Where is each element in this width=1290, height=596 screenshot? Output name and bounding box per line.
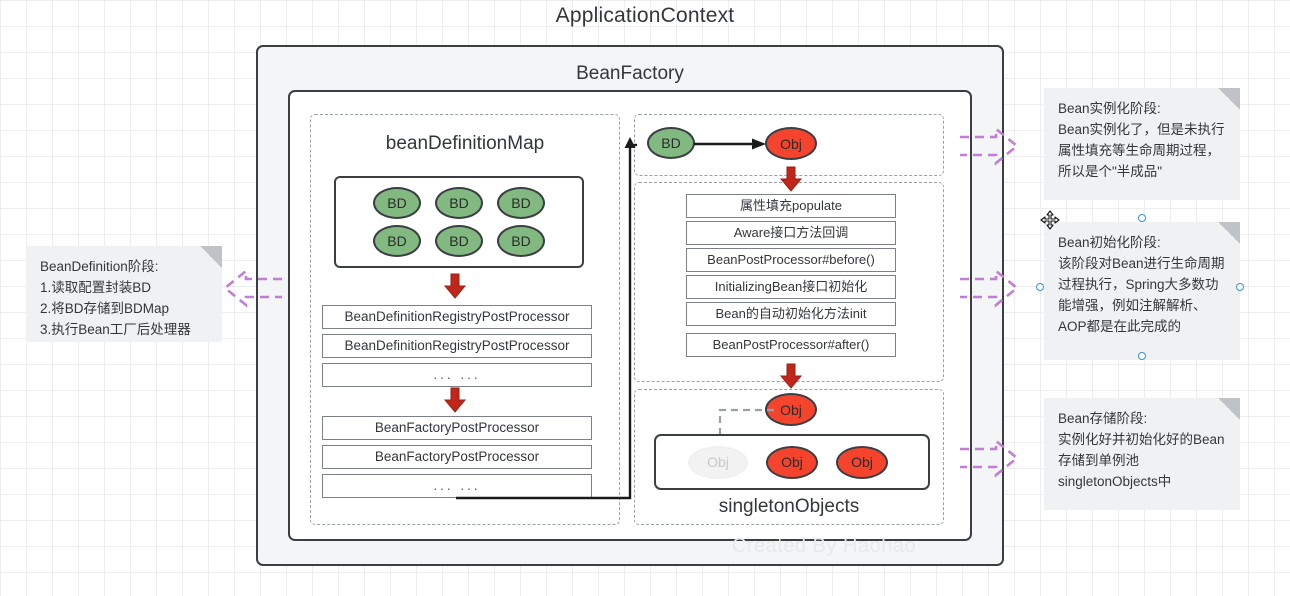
note-title: Bean实例化阶段: [1058, 101, 1161, 116]
singleton-slot-empty[interactable]: Obj [688, 445, 748, 479]
purple-arrow-right-icon [958, 438, 1020, 478]
note-line: 3.执行Bean工厂后处理器 [40, 322, 191, 337]
registry-post-processor-box[interactable]: BeanDefinitionRegistryPostProcessor [322, 334, 592, 358]
purple-arrow-right-icon [958, 268, 1020, 308]
note-bean-definition[interactable]: BeanDefinition阶段: 1.读取配置封装BD 2.将BD存储到BDM… [26, 246, 222, 342]
note-body: Bean实例化了，但是未执行属性填充等生命周期过程，所以是个"半成品" [1058, 122, 1225, 179]
lifecycle-step-box[interactable]: Bean的自动初始化方法init [686, 302, 896, 326]
note-fold-icon [1218, 398, 1240, 420]
lifecycle-step-box[interactable]: InitializingBean接口初始化 [686, 275, 896, 299]
note-title: Bean初始化阶段: [1058, 235, 1161, 250]
singleton-slot-filled[interactable]: Obj [766, 445, 818, 479]
selection-handle-left[interactable] [1036, 283, 1044, 291]
note-line: 1.读取配置封装BD [40, 280, 152, 295]
note-line: 2.将BD存储到BDMap [40, 301, 170, 316]
storage-container[interactable] [634, 389, 944, 525]
lifecycle-step-box[interactable]: 属性填充populate [686, 194, 896, 218]
bean-definition-map-title: beanDefinitionMap [385, 133, 545, 154]
selection-handle-top[interactable] [1138, 214, 1146, 222]
factory-post-processor-box[interactable]: BeanFactoryPostProcessor [322, 445, 592, 469]
obj-node-instantiation[interactable]: Obj [765, 127, 817, 160]
bd-node-instantiation[interactable]: BD [647, 127, 695, 159]
note-body: 实例化好并初始化好的Bean存储到单例池singletonObjects中 [1058, 432, 1225, 489]
lifecycle-step-box[interactable]: BeanPostProcessor#after() [686, 333, 896, 357]
factory-post-processor-ellipsis-box[interactable]: ... ... [322, 474, 592, 498]
bdmap-to-instantiation-connector [452, 135, 646, 500]
red-down-arrow-icon [778, 166, 804, 192]
bd-grid-frame[interactable]: BD BD BD BD BD BD [334, 176, 584, 268]
lifecycle-step-box[interactable]: Aware接口方法回调 [686, 221, 896, 245]
selection-handle-right[interactable] [1236, 283, 1244, 291]
watermark: Created By Haohao [731, 535, 917, 557]
note-bean-initialization[interactable]: Bean初始化阶段: 该阶段对Bean进行生命周期过程执行，Spring大多数功… [1044, 222, 1240, 360]
bd-node[interactable]: BD [435, 187, 483, 219]
singleton-objects-title: singletonObjects [718, 496, 860, 517]
note-body: 该阶段对Bean进行生命周期过程执行，Spring大多数功能增强，例如注解解析、… [1058, 256, 1225, 334]
note-fold-icon [1218, 88, 1240, 110]
bd-node[interactable]: BD [497, 187, 545, 219]
registry-post-processor-box[interactable]: BeanDefinitionRegistryPostProcessor [322, 305, 592, 329]
note-bean-storage[interactable]: Bean存储阶段: 实例化好并初始化好的Bean存储到单例池singletonO… [1044, 398, 1240, 510]
purple-arrow-left-icon [222, 268, 284, 308]
red-down-arrow-icon [442, 273, 468, 299]
lifecycle-step-box[interactable]: BeanPostProcessor#before() [686, 248, 896, 272]
beanfactory-title: BeanFactory [576, 63, 684, 84]
registry-post-processor-ellipsis-box[interactable]: ... ... [322, 363, 592, 387]
red-down-arrow-icon [778, 363, 804, 389]
bd-node[interactable]: BD [435, 225, 483, 257]
bd-node[interactable]: BD [373, 187, 421, 219]
note-title: Bean存储阶段: [1058, 411, 1148, 426]
note-fold-icon [1218, 222, 1240, 244]
note-bean-instantiation[interactable]: Bean实例化阶段: Bean实例化了，但是未执行属性填充等生命周期过程，所以是… [1044, 88, 1240, 200]
move-cursor-icon [1040, 210, 1060, 230]
bean-definition-map-container[interactable] [310, 114, 620, 525]
bd-to-obj-arrow [694, 137, 768, 151]
bd-node[interactable]: BD [373, 225, 421, 257]
note-fold-icon [200, 246, 222, 268]
purple-arrow-right-icon [958, 126, 1020, 166]
singleton-slot-filled[interactable]: Obj [836, 445, 888, 479]
singleton-objects-frame[interactable]: Obj Obj Obj [654, 434, 930, 490]
bd-node[interactable]: BD [497, 225, 545, 257]
application-context-title: ApplicationContext [555, 4, 735, 27]
note-title: BeanDefinition阶段: [40, 259, 159, 274]
selection-handle-bottom[interactable] [1138, 352, 1146, 360]
factory-post-processor-box[interactable]: BeanFactoryPostProcessor [322, 416, 592, 440]
red-down-arrow-icon [442, 387, 468, 413]
